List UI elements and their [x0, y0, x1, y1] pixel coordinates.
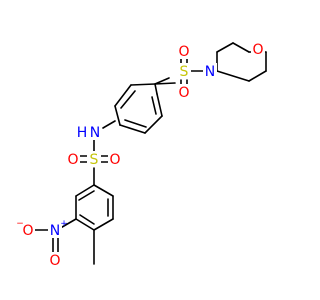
atom-morpholine-oxygen: O [252, 42, 263, 58]
bond-ring1-1 [154, 82, 176, 85]
bond-morph-c2-o [232, 42, 250, 53]
atom-sulfonyl-top-oxygen-upper: O [178, 44, 189, 60]
bond-ring2-4 [93, 218, 114, 231]
bond-ring2-3 [75, 218, 95, 231]
bond-ring2-1 [75, 184, 95, 197]
atom-amide-hydrogen: H [77, 125, 88, 141]
atom-sulfonamide-oxygen-left: O [67, 152, 78, 168]
atom-morpholine-nitrogen: N [205, 64, 215, 80]
bond-ring1-5 [119, 124, 146, 134]
bond-ring1-7 [156, 93, 163, 117]
bond-ring1-7d [151, 96, 157, 115]
atom-sulfonyl-top-oxygen-lower: O [178, 85, 189, 101]
bond-nh-ring1 [102, 120, 116, 129]
atom-sulfonamide-oxygen-right: O [109, 152, 120, 168]
bonds [33, 42, 267, 265]
bond-ring2-1d [78, 190, 95, 201]
atom-sulfonyl-top-sulfur: S [180, 64, 189, 80]
bond-ring1-5d [124, 119, 147, 128]
bond-ring1-8 [154, 83, 158, 95]
bond-ring2-3d [79, 214, 95, 225]
bond-morph-c3-c4 [248, 70, 267, 82]
bond-ring1-6 [144, 115, 163, 134]
atom-nitro-plus-charge: + [60, 219, 68, 229]
atom-nitro-oxygen-bottom: O [49, 253, 60, 269]
bond-morph-c4-n [216, 70, 250, 82]
atom-labels: O N S O O N H S O O N + O − [16, 41, 265, 269]
bond-ring2-6 [93, 184, 114, 197]
atom-nitro-nitrogen: N [50, 223, 60, 239]
atom-nitro-oxygen-left: O [22, 223, 33, 239]
molecule-structure: O N S O O N H S O O N + O − [16, 41, 267, 269]
bond-ring1-3 [114, 84, 132, 107]
atom-nitro-minus-charge: − [16, 219, 24, 229]
bond-morph-c1-c2 [216, 42, 234, 53]
bond-ring1-s [154, 77, 170, 85]
atom-sulfonamide-sulfur: S [90, 152, 99, 168]
bond-ring1-3d [120, 90, 136, 109]
bond-ring1-2 [130, 83, 156, 86]
bond-ring1-4 [114, 105, 121, 126]
atom-amide-nitrogen: N [90, 125, 100, 141]
